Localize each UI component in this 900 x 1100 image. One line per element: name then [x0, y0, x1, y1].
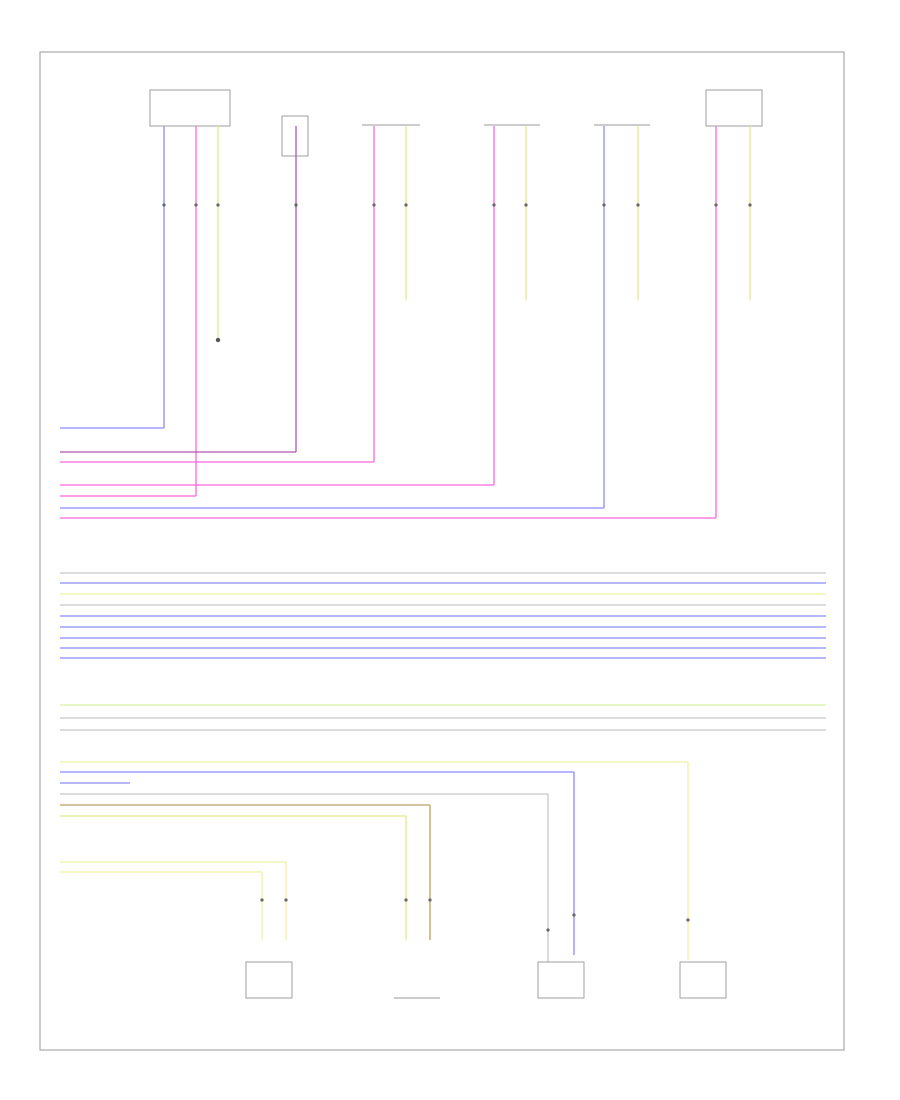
wire-connector: [428, 898, 432, 902]
bottom-wires: [60, 761, 690, 970]
wire-connector: [194, 203, 198, 207]
component-box-1: [149, 89, 231, 127]
wire-connector: [372, 203, 376, 207]
wire-connector: [686, 918, 690, 922]
component-box-6: [705, 89, 763, 127]
wire-connector: [284, 898, 288, 902]
wire-connector: [492, 203, 496, 207]
bus-top: [60, 427, 716, 519]
wire-connector: [572, 913, 576, 917]
ground-symbols: [215, 337, 221, 343]
bus-mid: [60, 572, 826, 659]
diagram-frame: [39, 51, 845, 1051]
top-components: [149, 89, 763, 157]
wire-connector: [524, 203, 528, 207]
wire-connector: [546, 928, 550, 932]
bottom-components: [245, 961, 727, 999]
wire-connector: [260, 898, 264, 902]
wire-connector: [294, 203, 298, 207]
wire-connector: [404, 898, 408, 902]
top-wires: [162, 126, 752, 518]
bottom-component-4: [679, 961, 727, 999]
bus-low: [60, 704, 826, 731]
wire-connector: [748, 203, 752, 207]
wire-connector: [636, 203, 640, 207]
component-box-2: [281, 115, 309, 157]
ground-icon: [215, 337, 221, 343]
wire-connector: [216, 203, 220, 207]
bottom-component-1: [245, 961, 293, 999]
bottom-component-3: [537, 961, 585, 999]
wire-connector: [602, 203, 606, 207]
wire-connector: [404, 203, 408, 207]
wire-connector: [162, 203, 166, 207]
wire-connector: [714, 203, 718, 207]
